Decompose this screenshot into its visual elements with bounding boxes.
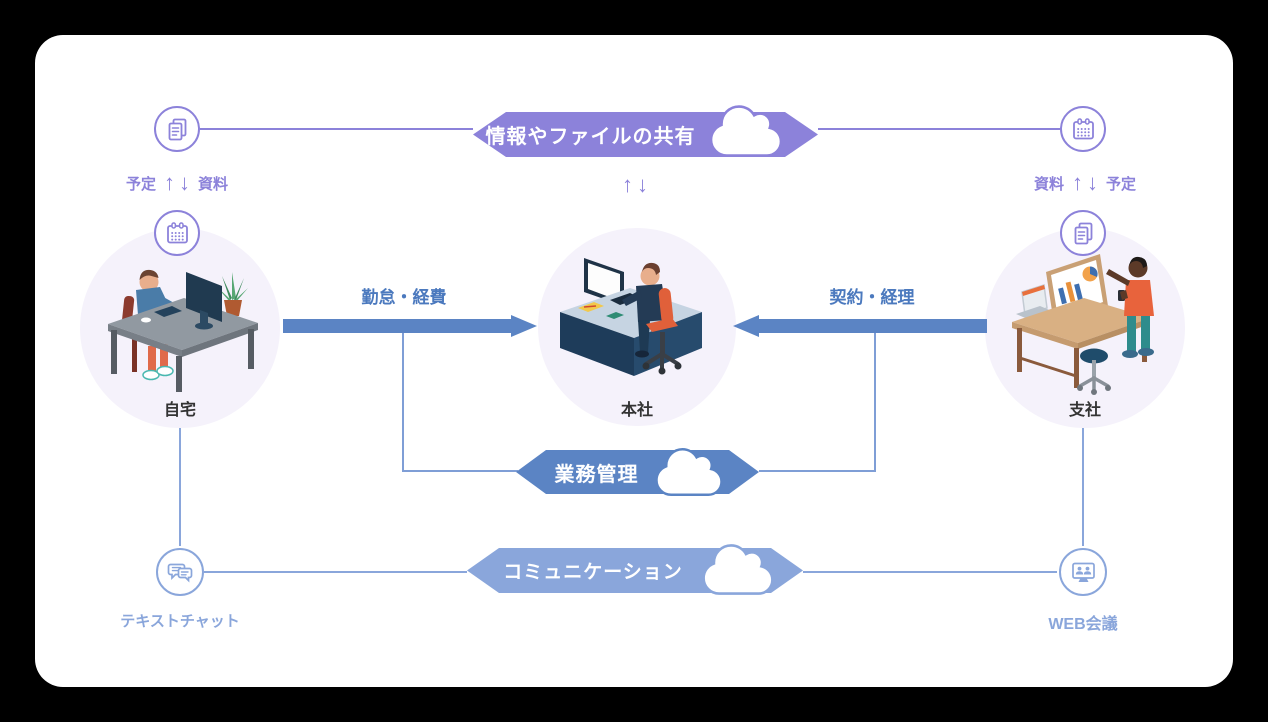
home-exchange-left: 予定 xyxy=(125,175,156,193)
flow-attendance-label: 勤怠・経費 xyxy=(361,288,447,307)
text-chat-node xyxy=(156,548,204,596)
flow-arrowhead-right xyxy=(511,315,537,337)
calendar-icon xyxy=(166,221,188,243)
flow-arrow-home-to-hq xyxy=(283,319,511,333)
home-node-label: 自宅 xyxy=(163,402,196,419)
home-exchange-right: 資料 xyxy=(198,175,229,193)
web-meeting-label: WEB会議 xyxy=(1048,616,1118,633)
hq-worker-illustration xyxy=(560,258,702,376)
calendar-icon xyxy=(1072,117,1094,139)
bottom-banner-label: コミュニケーション xyxy=(503,562,683,583)
connector-right-horizontal xyxy=(759,470,876,472)
cloud-icon xyxy=(703,544,773,595)
flow-arrow-branch-to-hq xyxy=(759,319,987,333)
up-arrow: ↑ xyxy=(164,170,175,195)
branch-calendar-node xyxy=(1060,106,1106,152)
monitor xyxy=(141,272,222,330)
hq-node-label: 本社 xyxy=(620,402,653,419)
home-calendar-node xyxy=(154,210,200,256)
document-icon xyxy=(1074,222,1092,244)
connector-left-vertical xyxy=(402,333,404,472)
person-branch xyxy=(1106,256,1154,358)
flow-arrowhead-left xyxy=(733,315,759,337)
middle-banner-label: 業務管理 xyxy=(554,463,639,486)
branch-worker-illustration xyxy=(1012,254,1154,395)
flow-contracts-label: 契約・経理 xyxy=(829,288,915,307)
connector-bottom-banner-to-webmeeting xyxy=(803,571,1057,573)
home-documents-node xyxy=(154,106,200,152)
connector-right-vertical xyxy=(874,333,876,472)
up-arrow: ↑ xyxy=(1072,170,1083,195)
connector-home-to-chat xyxy=(179,428,181,546)
chat-icon xyxy=(167,563,192,583)
down-arrow: ↓ xyxy=(637,172,648,197)
office-chair xyxy=(642,288,682,375)
hq-exchange-arrows: ↑ ↓ xyxy=(600,172,670,198)
connector-branch-to-webmeeting xyxy=(1082,428,1084,546)
laptop xyxy=(1016,284,1054,320)
connector-left-horizontal xyxy=(402,470,518,472)
video-meeting-icon xyxy=(1071,562,1095,582)
branch-exchange-right: 予定 xyxy=(1106,175,1137,193)
cloud-icon xyxy=(656,448,722,496)
cloud-icon xyxy=(710,105,782,157)
up-arrow: ↑ xyxy=(622,172,633,197)
home-worker-illustration xyxy=(108,269,258,392)
connector-top-banner-to-branch-calendar xyxy=(818,128,1060,130)
document-icon xyxy=(168,118,186,140)
middle-banner-operations: 業務管理 xyxy=(516,450,759,494)
branch-documents-node xyxy=(1060,210,1106,256)
branch-exchange-left: 資料 xyxy=(1033,175,1064,193)
top-banner-label: 情報やファイルの共有 xyxy=(485,126,696,148)
down-arrow: ↓ xyxy=(179,170,190,195)
plant xyxy=(216,272,248,316)
branch-exchange-labels: 資料 ↑ ↓ 予定 xyxy=(1008,171,1162,195)
down-arrow: ↓ xyxy=(1087,170,1098,195)
home-exchange-labels: 予定 ↑ ↓ 資料 xyxy=(100,171,254,195)
stool xyxy=(1077,348,1111,395)
branch-node-label: 支社 xyxy=(1068,402,1101,419)
connector-home-doc-to-top-banner xyxy=(200,128,473,130)
connector-chat-to-bottom-banner xyxy=(204,571,467,573)
text-chat-label: テキストチャット xyxy=(120,613,240,630)
web-meeting-node xyxy=(1059,548,1107,596)
